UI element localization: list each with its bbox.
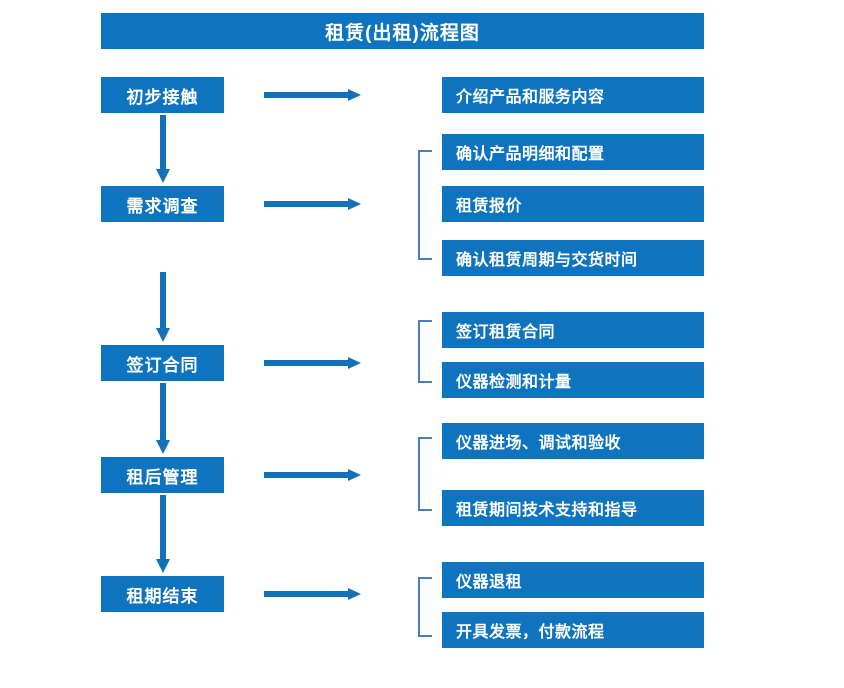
detail-box-10[interactable]: 开具发票，付款流程 [442, 612, 704, 648]
stage-box-2[interactable]: 需求调查 [101, 186, 224, 222]
detail-box-8[interactable]: 租赁期间技术支持和指导 [442, 490, 704, 526]
detail-box-7[interactable]: 仪器进场、调试和验收 [442, 423, 704, 459]
detail-box-9[interactable]: 仪器退租 [442, 562, 704, 598]
detail-box-1[interactable]: 介绍产品和服务内容 [442, 77, 704, 113]
vertical-arrow-4 [156, 495, 170, 573]
vertical-arrow-3 [156, 383, 170, 454]
bracket-group-4 [418, 437, 432, 511]
bracket-group-2 [418, 150, 432, 260]
vertical-arrow-2 [156, 272, 170, 342]
vertical-arrow-1 [156, 115, 170, 183]
horizontal-arrow-1 [264, 89, 361, 101]
horizontal-arrow-4 [264, 469, 361, 481]
chart-title: 租赁(出租)流程图 [101, 13, 704, 49]
horizontal-arrow-5 [264, 588, 361, 600]
detail-box-3[interactable]: 租赁报价 [442, 186, 704, 222]
horizontal-arrow-3 [264, 357, 361, 369]
stage-box-3[interactable]: 签订合同 [101, 345, 224, 381]
detail-box-2[interactable]: 确认产品明细和配置 [442, 134, 704, 170]
detail-box-5[interactable]: 签订租赁合同 [442, 312, 704, 348]
stage-box-4[interactable]: 租后管理 [101, 457, 224, 493]
detail-box-4[interactable]: 确认租赁周期与交货时间 [442, 240, 704, 276]
horizontal-arrow-2 [264, 198, 361, 210]
stage-box-1[interactable]: 初步接触 [101, 77, 224, 113]
detail-box-6[interactable]: 仪器检测和计量 [442, 362, 704, 398]
bracket-group-3 [418, 320, 432, 383]
bracket-group-5 [418, 577, 432, 637]
stage-box-5[interactable]: 租期结束 [101, 576, 224, 612]
